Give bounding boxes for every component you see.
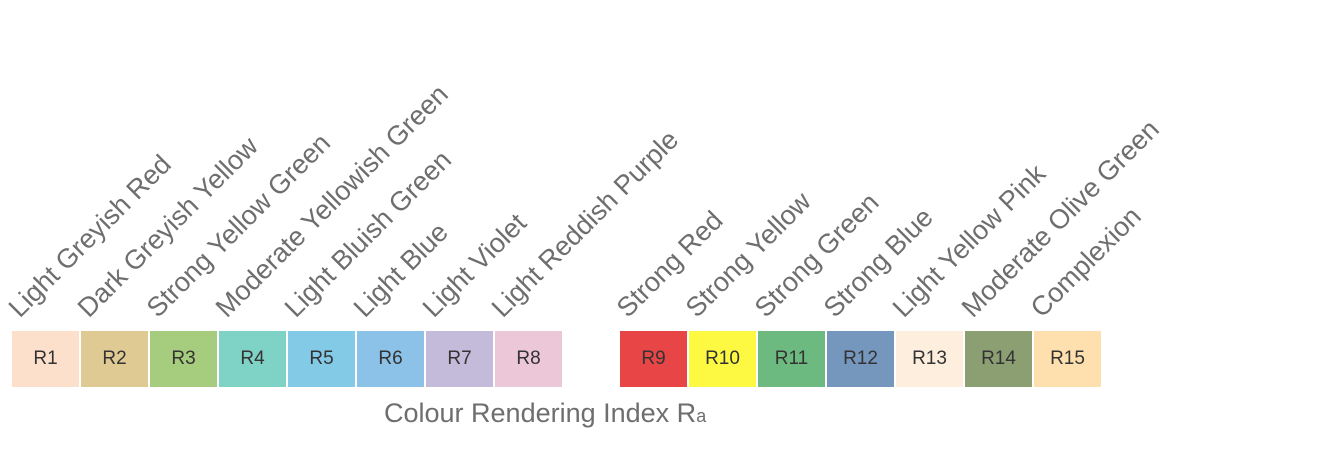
swatch-code: R1 [33,348,58,369]
figure-caption: Colour Rendering Index Ra [384,398,706,429]
swatch-r14: Moderate Olive Green R14 [956,114,1165,387]
swatch-r6: Light Blue R6 [348,217,454,387]
swatch-code: R12 [843,348,878,369]
swatch-code: R5 [309,348,334,369]
swatch-r12: Strong Blue R12 [818,202,939,387]
swatch-code: R15 [1050,348,1085,369]
swatch-code: R11 [774,348,809,369]
swatch-r15: Complexion R15 [1025,201,1147,387]
swatch-code: R3 [171,348,196,369]
swatch-code: R2 [102,348,127,369]
swatch-r4: Moderate Yellowish Green R4 [210,79,454,387]
swatch-code: R6 [378,348,403,369]
swatch-r9: Strong Red R9 [611,205,729,387]
swatch-r5: Light Bluish Green R5 [279,145,457,387]
swatch-row-general: Light Greyish Red R1 Dark Greyish Yellow… [3,79,684,387]
swatch-code: R7 [447,348,472,369]
swatch-r3: Strong Yellow Green R3 [141,128,336,387]
swatch-row-special: Strong Red R9 Strong Yellow R10 Strong G… [611,114,1165,387]
swatch-r10: Strong Yellow R10 [680,186,817,387]
swatch-code: R10 [705,348,740,369]
swatch-r13: Light Yellow Pink R13 [887,158,1051,387]
swatch-code: R8 [516,348,541,369]
swatch-r2: Dark Greyish Yellow R2 [72,131,264,387]
caption-subscript: a [696,406,707,426]
swatch-r11: Strong Green R11 [749,187,885,387]
swatch-r1: Light Greyish Red R1 [3,149,177,387]
swatch-code: R13 [912,348,947,369]
swatch-r7: Light Violet R7 [417,208,532,387]
swatch-code: R9 [641,348,666,369]
swatch-code: R4 [240,348,265,369]
swatch-code: R14 [981,348,1016,369]
caption-text: Colour Rendering Index R [384,398,697,428]
swatch-r8: Light Reddish Purple R8 [486,125,684,387]
